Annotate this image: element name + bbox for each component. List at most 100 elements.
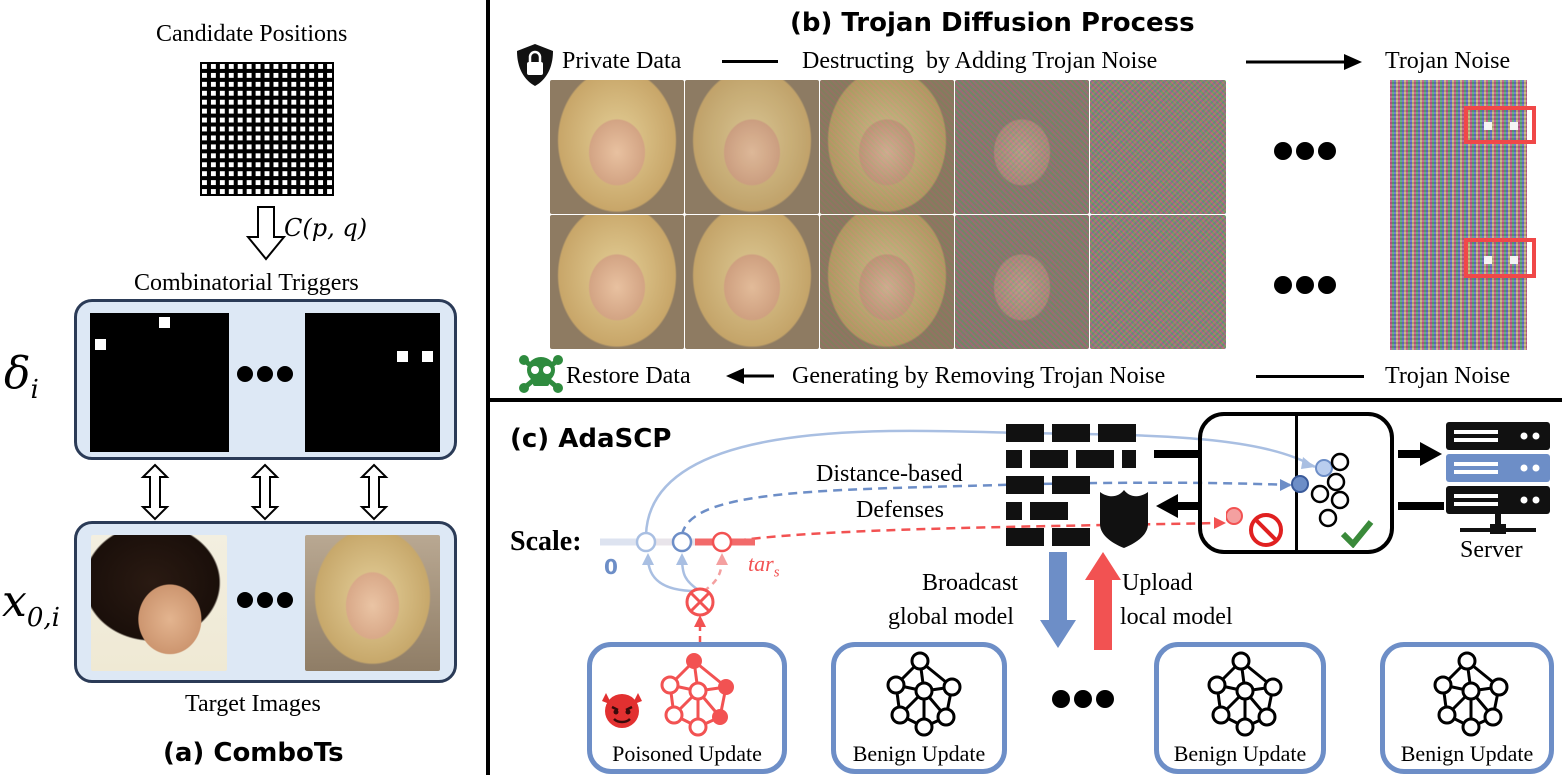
- grid-cell: [318, 189, 324, 194]
- target-images-label: Target Images: [185, 691, 321, 717]
- scale-label: Scale:: [510, 526, 582, 557]
- grid-cell: [318, 144, 324, 150]
- grid-cell: [202, 99, 207, 105]
- line-segment: [1256, 375, 1364, 378]
- client-label: Poisoned Update: [612, 741, 762, 766]
- client-label: Benign Update: [1400, 741, 1534, 766]
- grid-cell: [255, 153, 261, 159]
- grid-cell: [202, 90, 207, 96]
- grid-cell: [309, 162, 315, 168]
- grid-cell: [318, 171, 324, 177]
- grid-cell: [327, 99, 332, 105]
- grid-cell: [264, 144, 270, 150]
- grid-cell: [327, 90, 332, 96]
- cluster-icon: [1291, 452, 1350, 528]
- grid-cell: [264, 171, 270, 177]
- ellipsis-icon: [1272, 274, 1338, 296]
- grid-cell: [255, 99, 261, 105]
- grid-cell: [210, 171, 216, 177]
- combinatorial-triggers-label: Combinatorial Triggers: [134, 270, 359, 296]
- grid-cell: [228, 153, 234, 159]
- client-label: Benign Update: [852, 741, 986, 766]
- grid-cell: [309, 153, 315, 159]
- generating-label: Generating by Removing Trojan Noise: [792, 363, 1166, 389]
- upload-label-line1: Upload: [1122, 570, 1193, 596]
- grid-cell: [273, 81, 279, 87]
- grid-cell: [273, 171, 279, 177]
- broadcast-label-line2: global model: [888, 604, 1014, 630]
- grid-cell: [327, 108, 332, 114]
- grid-cell: [282, 126, 288, 132]
- grid-cell: [327, 81, 332, 87]
- grid-cell: [210, 144, 216, 150]
- grid-cell: [219, 64, 225, 69]
- grid-cell: [327, 171, 332, 177]
- grid-cell: [264, 108, 270, 114]
- scale-zero-label: 0: [604, 555, 618, 579]
- trigger-image-1: [90, 313, 229, 452]
- grid-cell: [210, 90, 216, 96]
- grid-cell: [282, 171, 288, 177]
- neural-network-icon: [1207, 651, 1283, 737]
- grid-cell: [291, 135, 297, 141]
- grid-cell: [291, 99, 297, 105]
- grid-cell: [309, 64, 315, 69]
- grid-cell: [273, 90, 279, 96]
- grid-cell: [246, 64, 252, 69]
- grid-cell: [309, 180, 315, 186]
- grid-cell: [300, 144, 306, 150]
- grid-cell: [255, 81, 261, 87]
- grid-cell: [264, 126, 270, 132]
- grid-cell: [219, 144, 225, 150]
- grid-cell: [228, 64, 234, 69]
- grid-cell: [309, 144, 315, 150]
- trojan-noise-bottom-label: Trojan Noise: [1385, 363, 1511, 389]
- trigger-image-2: [305, 313, 440, 452]
- grid-cell: [300, 153, 306, 159]
- grid-cell: [202, 72, 207, 78]
- grid-cell: [300, 117, 306, 123]
- grid-cell: [300, 64, 306, 69]
- grid-cell: [282, 162, 288, 168]
- trigger-highlight-box: [1464, 106, 1536, 144]
- grid-cell: [202, 153, 207, 159]
- client-benign: Benign Update: [1380, 642, 1554, 774]
- client-label: Benign Update: [1173, 741, 1307, 766]
- grid-cell: [309, 99, 315, 105]
- grid-cell: [202, 126, 207, 132]
- trigger-highlight-box: [1464, 238, 1536, 278]
- grid-cell: [291, 153, 297, 159]
- grid-cell: [246, 108, 252, 114]
- grid-cell: [282, 64, 288, 69]
- ellipsis-icon: [1050, 688, 1116, 710]
- grid-cell: [219, 99, 225, 105]
- client-benign: Benign Update: [1154, 642, 1326, 774]
- grid-cell: [202, 189, 207, 194]
- grid-cell: [327, 180, 332, 186]
- grid-cell: [237, 126, 243, 132]
- grid-cell: [255, 64, 261, 69]
- checkmark-icon: [1340, 520, 1374, 548]
- grid-cell: [219, 180, 225, 186]
- grid-cell: [318, 126, 324, 132]
- grid-cell: [228, 117, 234, 123]
- grid-cell: [273, 108, 279, 114]
- target-image-woman: [305, 535, 440, 671]
- grid-cell: [291, 64, 297, 69]
- grid-cell: [327, 117, 332, 123]
- grid-cell: [273, 117, 279, 123]
- grid-cell: [246, 144, 252, 150]
- to-server-arrow: [1154, 442, 1444, 518]
- grid-cell: [273, 162, 279, 168]
- trojan-noise-top-label: Trojan Noise: [1385, 48, 1511, 74]
- grid-cell: [282, 72, 288, 78]
- grid-cell: [291, 171, 297, 177]
- grid-cell: [237, 108, 243, 114]
- grid-cell: [300, 180, 306, 186]
- grid-cell: [228, 81, 234, 87]
- grid-cell: [255, 126, 261, 132]
- grid-cell: [219, 162, 225, 168]
- grid-cell: [318, 162, 324, 168]
- grid-cell: [246, 162, 252, 168]
- grid-cell: [327, 126, 332, 132]
